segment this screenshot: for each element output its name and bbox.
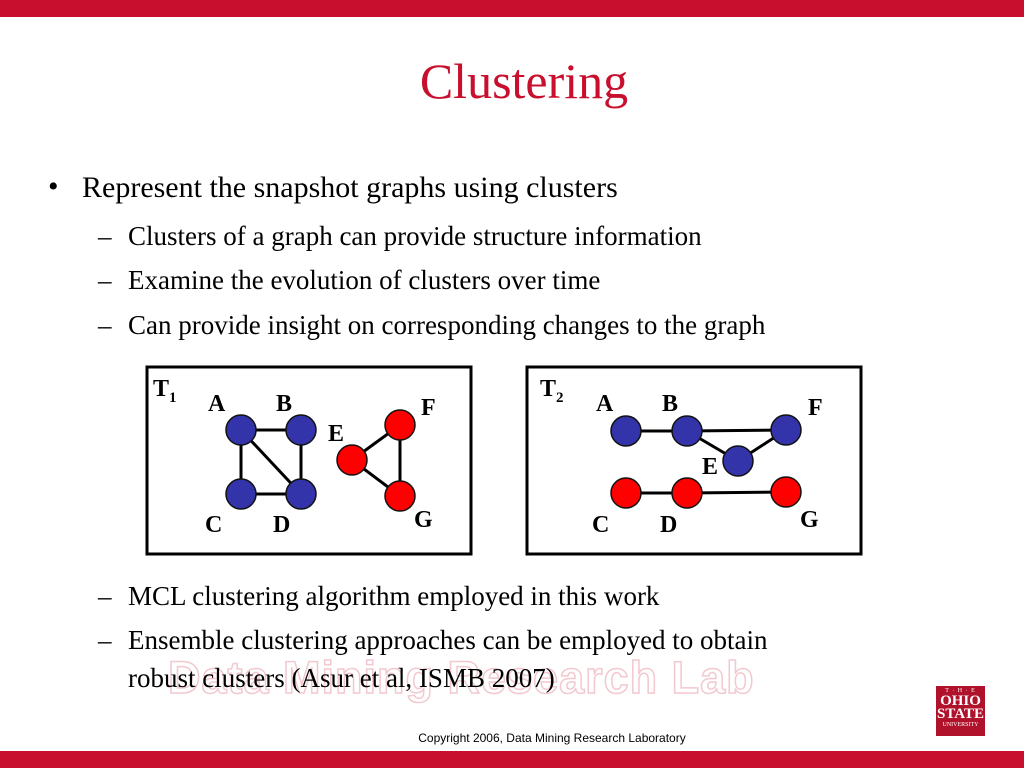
node-label-c: C [592,512,609,538]
sub-bullet-text: Examine the evolution of clusters over t… [128,265,601,295]
node-label-e: E [328,421,344,447]
sub-bullet-text: Can provide insight on corresponding cha… [128,310,766,340]
node-f [770,414,802,446]
node-label-b: B [662,391,678,417]
graph-frame [525,365,863,556]
dash-marker: – [98,265,112,295]
bottom-accent-bar [0,751,1024,768]
edge-d-g [686,490,787,495]
bullet-text: Represent the snapshot graphs using clus… [82,171,618,204]
node-label-c: C [205,512,222,538]
node-d [671,477,703,509]
logo-line: UNIVERSITY [942,722,979,728]
node-label-d: D [660,512,677,538]
edge-b-f [686,428,787,433]
node-d [285,478,317,510]
graph-t2: T2 A B C D E F G [525,365,863,556]
sub-bullet-text: robust clusters (Asur et al, ISMB 2007) [128,663,555,693]
node-c [225,478,257,510]
dash-marker: – [98,310,112,340]
node-b [285,414,317,446]
graph-label: T2 [540,376,564,406]
logo-line: STATE [937,706,984,722]
node-label-a: A [208,391,226,417]
node-label-g: G [800,507,819,533]
sub-bullet-text: MCL clustering algorithm employed in thi… [128,581,660,611]
node-a [610,415,642,447]
node-g [384,480,416,512]
node-label-b: B [276,391,292,417]
node-e [336,444,368,476]
graph-t1: T1 A B C D E F G [145,365,473,556]
graph-frame [145,365,473,556]
node-a [225,414,257,446]
ohio-state-logo: T · H · E OHIO STATE UNIVERSITY [936,686,985,736]
node-label-f: F [421,395,436,421]
top-accent-bar [0,0,1024,17]
dash-marker: – [98,581,112,611]
bullet-marker: • [48,170,59,203]
graph-label: T1 [153,376,177,406]
node-label-a: A [596,391,614,417]
node-label-e: E [702,454,718,480]
copyright-footer: Copyright 2006, Data Mining Research Lab… [418,731,686,745]
node-label-d: D [273,512,290,538]
logo-line: OHIO [940,693,981,709]
sub-bullet-text: Clusters of a graph can provide structur… [128,221,702,251]
node-c [610,477,642,509]
slide-title: Clustering [419,53,629,109]
sub-bullet-text: Ensemble clustering approaches can be em… [128,625,768,655]
dash-marker: – [98,221,112,251]
node-e [722,445,754,477]
dash-marker: – [98,625,112,655]
node-g [770,476,802,508]
logo-line: T · H · E [945,688,976,694]
node-f [384,409,416,441]
watermark-text: Data Mining Research Lab [167,651,755,704]
node-label-g: G [414,507,433,533]
node-label-f: F [808,395,823,421]
node-b [671,415,703,447]
